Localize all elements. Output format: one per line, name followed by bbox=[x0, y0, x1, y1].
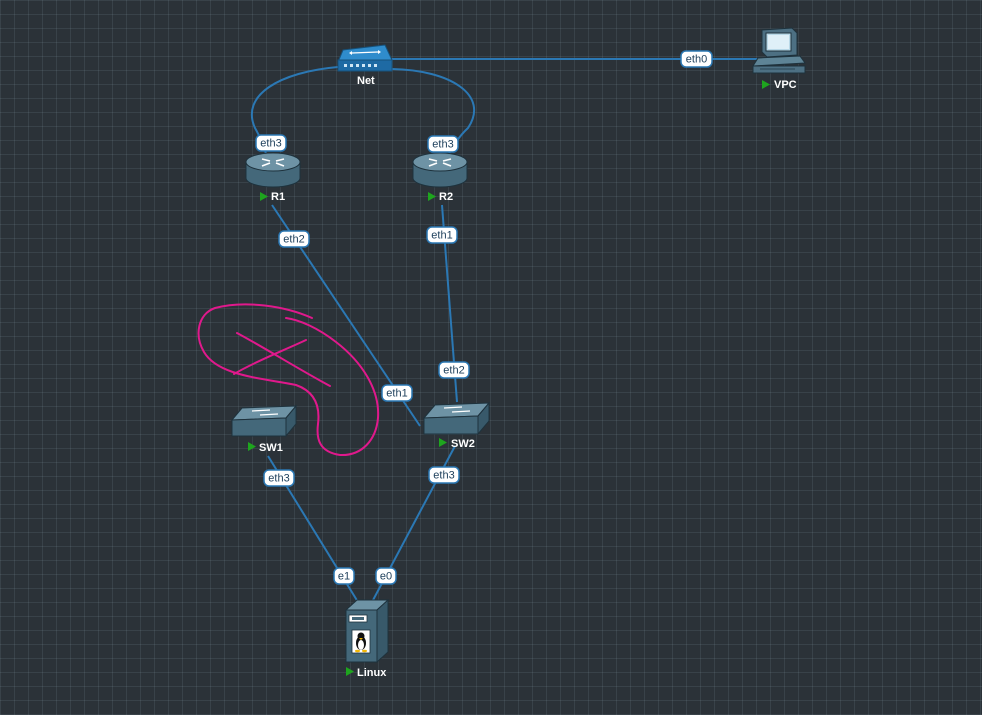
router-icon bbox=[412, 152, 468, 188]
iface-label-r1-eth2[interactable]: eth2 bbox=[278, 230, 310, 248]
iface-label-linux-e0[interactable]: e0 bbox=[375, 567, 397, 585]
iface-label-sw2-eth1[interactable]: eth1 bbox=[381, 384, 413, 402]
node-r1[interactable]: R1 bbox=[245, 152, 301, 203]
iface-label-sw1-eth3[interactable]: eth3 bbox=[263, 469, 295, 487]
iface-label-r1-eth3[interactable]: eth3 bbox=[255, 134, 287, 152]
router-icon bbox=[245, 152, 301, 188]
iface-label-r2-eth3[interactable]: eth3 bbox=[427, 135, 459, 153]
node-label-r1: R1 bbox=[271, 191, 285, 203]
svg-text:eth3: eth3 bbox=[433, 470, 454, 482]
node-vpc[interactable]: VPC bbox=[752, 27, 806, 91]
iface-label-linux-e1[interactable]: e1 bbox=[333, 567, 355, 585]
interface-labels: eth0 eth3 eth3 eth2 eth1 eth2 eth1 eth3 bbox=[255, 50, 713, 585]
iface-label-r2-eth1[interactable]: eth1 bbox=[426, 226, 458, 244]
iface-label-sw2-eth2[interactable]: eth2 bbox=[438, 361, 470, 379]
switch-icon bbox=[230, 404, 298, 438]
svg-text:eth3: eth3 bbox=[260, 138, 281, 150]
node-net[interactable]: Net bbox=[337, 44, 393, 87]
iface-label-sw2-eth3[interactable]: eth3 bbox=[428, 466, 460, 484]
running-status-icon bbox=[260, 192, 268, 201]
node-sw2[interactable]: SW2 bbox=[422, 401, 491, 450]
svg-text:eth3: eth3 bbox=[268, 473, 289, 485]
strike-annotation bbox=[197, 303, 380, 457]
scribble-cross-1 bbox=[236, 332, 331, 387]
iface-label-vpc-eth0[interactable]: eth0 bbox=[680, 50, 713, 68]
svg-text:eth2: eth2 bbox=[443, 365, 464, 377]
node-sw1[interactable]: SW1 bbox=[230, 404, 298, 454]
node-label-sw2: SW2 bbox=[451, 438, 475, 450]
svg-text:eth0: eth0 bbox=[686, 54, 707, 66]
node-label-r2: R2 bbox=[439, 191, 453, 203]
node-label-net: Net bbox=[357, 75, 375, 87]
linux-server-icon bbox=[344, 598, 390, 664]
running-status-icon bbox=[428, 192, 436, 201]
scribble-cross-2 bbox=[233, 339, 307, 375]
running-status-icon bbox=[248, 442, 256, 451]
computer-icon bbox=[752, 27, 806, 74]
node-r2[interactable]: R2 bbox=[412, 152, 468, 203]
running-status-icon bbox=[762, 80, 770, 89]
svg-text:eth1: eth1 bbox=[431, 230, 452, 242]
svg-text:e0: e0 bbox=[380, 571, 392, 583]
node-linux[interactable]: Linux bbox=[344, 598, 390, 679]
switch-icon bbox=[422, 401, 491, 436]
node-label-linux: Linux bbox=[357, 667, 387, 679]
node-label-vpc: VPC bbox=[774, 79, 797, 91]
svg-text:eth1: eth1 bbox=[386, 388, 407, 400]
scribble-outline bbox=[197, 303, 380, 457]
svg-text:eth3: eth3 bbox=[432, 139, 453, 151]
running-status-icon bbox=[346, 667, 354, 676]
svg-text:eth2: eth2 bbox=[283, 234, 304, 246]
cloud-switch-icon bbox=[337, 44, 393, 72]
links bbox=[250, 58, 758, 603]
node-label-sw1: SW1 bbox=[259, 442, 283, 454]
svg-text:e1: e1 bbox=[338, 571, 350, 583]
running-status-icon bbox=[439, 438, 447, 447]
